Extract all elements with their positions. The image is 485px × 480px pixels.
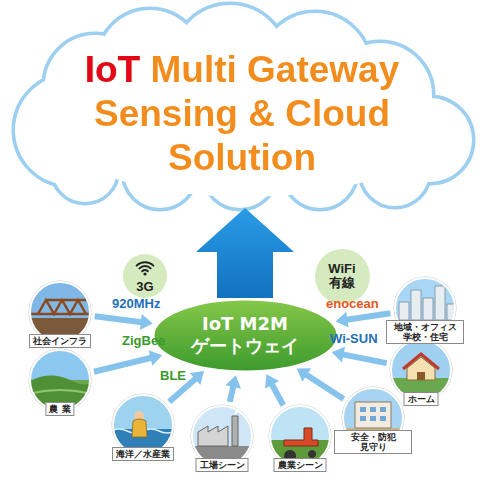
scene-caption: ホーム (404, 392, 439, 406)
network-shape (315, 249, 370, 304)
connector-line (230, 386, 234, 402)
connector-arrow (336, 312, 391, 328)
scene-circle: 安全・防犯 見守り (341, 386, 405, 450)
gateway-shape (153, 299, 337, 371)
scene-circle: 農 業 (28, 348, 92, 412)
scene-circle: 海洋／水産業 (111, 393, 175, 457)
scene-circle: 農業シーン (268, 404, 332, 468)
network-circle: 3G (122, 253, 168, 299)
arrow-head (265, 374, 279, 388)
arrow-head (149, 350, 163, 366)
scene-photo (389, 338, 453, 402)
node-label: IoT M2M ゲートウェイ (185, 313, 305, 357)
arrow-head (336, 312, 349, 328)
network-circle: WiFi 有線 (314, 248, 371, 305)
cloud-fill (15, 5, 472, 208)
protocol-label: ZigBee (122, 333, 165, 348)
arrow-head (225, 375, 241, 388)
scene-caption: 海洋／水産業 (112, 447, 174, 461)
protocol-label: 920MHz (112, 296, 160, 311)
scene-circle: 地域・オフィス 学校・住宅 (393, 276, 457, 340)
uplink-arrow (196, 208, 294, 298)
arrow-head (297, 368, 311, 381)
arrow-head (332, 347, 345, 363)
scene-circle: ホーム (389, 338, 453, 402)
arrow-head (190, 371, 204, 385)
scene-photo (28, 348, 92, 412)
connector-arrow (332, 347, 387, 363)
scene-caption: 地域・オフィス 学校・住宅 (386, 320, 464, 344)
connector-line (342, 354, 386, 363)
connector-line (272, 384, 284, 405)
protocol-label: BLE (160, 368, 186, 383)
scene-photo (28, 280, 92, 344)
scene-caption: 安全・防犯 見守り (334, 430, 412, 454)
connector-line (306, 375, 344, 399)
scene-caption: 社会インフラ (29, 334, 91, 348)
diagram-title: IoT Multi Gateway Sensing & Cloud Soluti… (42, 48, 442, 180)
signal-icon (137, 262, 154, 275)
node-label: WiFi 有線 (322, 262, 362, 290)
protocol-label: Wi-SUN (330, 331, 378, 346)
cloud-outline (15, 5, 472, 208)
connector-arrow (95, 314, 153, 330)
scene-caption: 農 業 (45, 402, 74, 416)
connector-arrow (225, 375, 241, 402)
scene-photo (190, 404, 254, 468)
network-shape (123, 254, 167, 298)
scene-photo (268, 404, 332, 468)
connector-arrow (297, 368, 344, 399)
connector-arrow (94, 350, 162, 372)
protocol-label: enocean (326, 296, 379, 311)
gateway-ellipse: IoT M2M ゲートウェイ (152, 298, 339, 373)
connector-line (346, 313, 390, 320)
scene-circle: 工場シーン (190, 404, 254, 468)
connector-arrow (265, 374, 283, 405)
scene-caption: 工場シーン (196, 458, 249, 472)
connector-line (95, 316, 142, 322)
connector-line (94, 358, 151, 372)
arrow-head (140, 314, 153, 330)
scene-circle: 社会インフラ (28, 280, 92, 344)
node-label: 3G (136, 280, 153, 294)
scene-photo (111, 393, 175, 457)
scene-caption: 農業シーン (274, 458, 327, 472)
